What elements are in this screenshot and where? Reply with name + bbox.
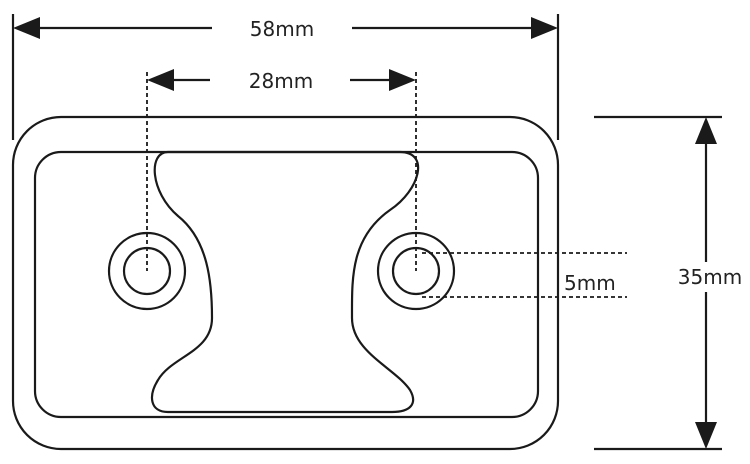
- plate-outer-outline: [11, 115, 560, 451]
- width-arrow-left: [13, 17, 40, 39]
- center-hourglass-slot: [150, 150, 420, 414]
- width-arrow-right: [531, 17, 558, 39]
- height-arrow-top: [695, 117, 717, 144]
- hole-diameter-label: 5mm: [564, 271, 616, 295]
- hole-spacing-label: 28mm: [249, 69, 313, 93]
- height-label-backing: [672, 262, 748, 292]
- height-arrow-bottom: [695, 422, 717, 449]
- overall-height-label: 35mm: [678, 265, 742, 289]
- overall-width-label: 58mm: [250, 17, 314, 41]
- spacing-arrow-right: [389, 69, 416, 91]
- spacing-arrow-left: [147, 69, 174, 91]
